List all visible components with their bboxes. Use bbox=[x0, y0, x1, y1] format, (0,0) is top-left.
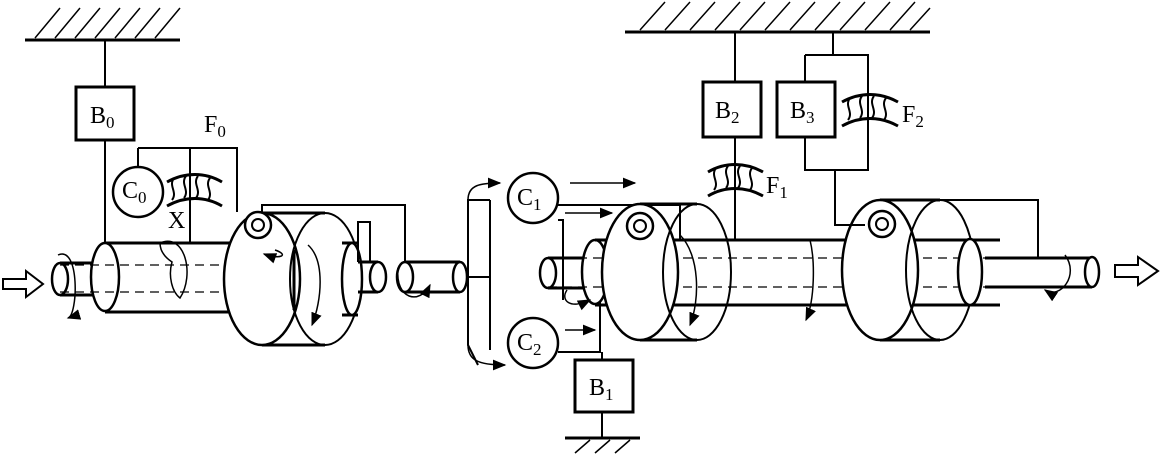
ground-bottom bbox=[565, 436, 640, 454]
brake-B1-letter: B bbox=[589, 375, 605, 401]
one-way-clutch-F2-sub: 2 bbox=[915, 112, 924, 131]
brake-B0: B0 bbox=[74, 40, 136, 243]
clutch-C2-letter: C bbox=[517, 330, 533, 356]
svg-text:F0: F0 bbox=[204, 112, 226, 141]
brake-B2-sub: 2 bbox=[731, 108, 740, 127]
brake-B2-letter: B bbox=[715, 98, 731, 124]
input-arrow-icon bbox=[2, 268, 45, 300]
svg-text:B1: B1 bbox=[589, 375, 614, 404]
svg-text:B0: B0 bbox=[90, 103, 115, 132]
brake-B3-letter: B bbox=[790, 98, 806, 124]
brake-B0-sub: 0 bbox=[106, 113, 115, 132]
output-arrow-icon bbox=[1114, 255, 1160, 287]
one-way-clutch-F1-letter: F bbox=[766, 173, 779, 199]
one-way-clutch-F0-sub: 0 bbox=[217, 122, 226, 141]
svg-text:F2: F2 bbox=[902, 102, 924, 131]
clutch-C0-letter: C bbox=[122, 178, 138, 204]
clutch-C1-sub: 1 bbox=[533, 195, 542, 214]
brake-B3-sub: 3 bbox=[806, 108, 815, 127]
brake-B2: B2 bbox=[701, 80, 763, 139]
one-way-clutch-F2-letter: F bbox=[902, 102, 915, 128]
ground-top-left bbox=[25, 7, 181, 42]
svg-text:B2: B2 bbox=[715, 98, 740, 127]
svg-text:B3: B3 bbox=[790, 98, 815, 127]
svg-text:C1: C1 bbox=[517, 185, 542, 214]
brake-B1-sub: 1 bbox=[605, 385, 614, 404]
svg-text:C0: C0 bbox=[122, 178, 147, 207]
one-way-clutch-F0-letter: F bbox=[204, 112, 217, 138]
svg-text:F1: F1 bbox=[766, 173, 788, 202]
brake-B3: B3 bbox=[775, 32, 869, 226]
one-way-clutch-F1-sub: 1 bbox=[779, 183, 788, 202]
one-way-clutch-F2: F2 bbox=[841, 93, 924, 131]
clutch-C1-letter: C bbox=[517, 185, 533, 211]
clutch-C0: C0 bbox=[111, 147, 238, 243]
marker-x-label: X bbox=[168, 208, 185, 234]
clutch-C2: C2 bbox=[506, 300, 601, 370]
brake-B0-letter: B bbox=[90, 103, 106, 129]
clutch-C0-sub: 0 bbox=[138, 188, 147, 207]
svg-text:C2: C2 bbox=[517, 330, 542, 359]
clutch-C1: C1 bbox=[506, 171, 680, 300]
one-way-clutch-F0: F0 bbox=[166, 112, 226, 208]
right-shaft-assembly bbox=[538, 32, 1101, 342]
ground-top-right bbox=[625, 1, 931, 34]
clutch-C2-sub: 2 bbox=[533, 340, 542, 359]
one-way-clutch-F1: F1 bbox=[707, 163, 788, 202]
brake-B1: B1 bbox=[573, 352, 635, 438]
intermediate-shaft bbox=[395, 177, 507, 371]
